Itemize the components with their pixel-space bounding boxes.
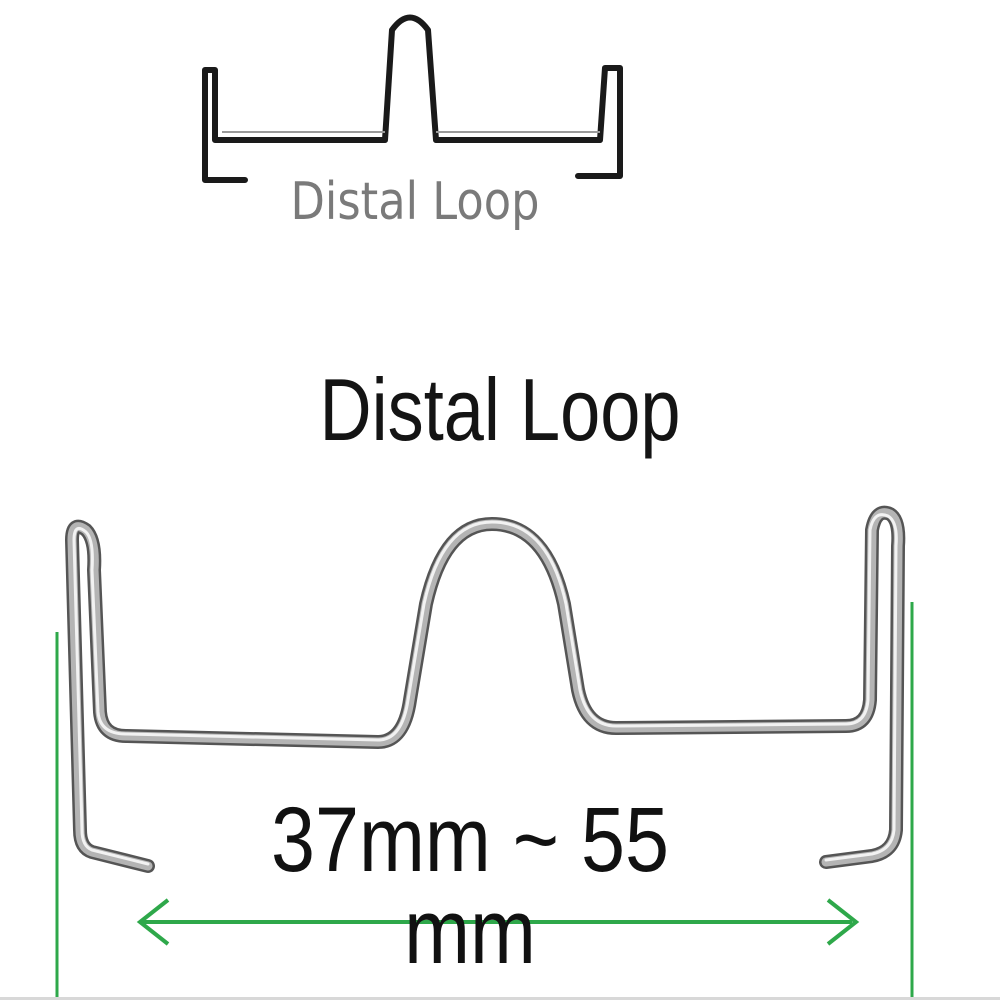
main-figure-title: Distal Loop (319, 360, 681, 459)
bottom-border (0, 997, 1000, 1000)
dimension-range-label: 37mm ~ 55 mm (270, 789, 669, 983)
main-loop-wire-body (67, 508, 903, 871)
dimension-arrow-right-head (826, 898, 860, 946)
main-loop-wire (65, 505, 906, 873)
dimension-guides (55, 602, 914, 998)
main-loop-wire-highlight (72, 513, 898, 866)
small-diagram-label: Distal Loop (290, 172, 540, 232)
dimension-arrow-left-head (136, 898, 170, 946)
small-loop-wire-outer (202, 14, 623, 183)
small-loop-diagram (202, 14, 623, 183)
